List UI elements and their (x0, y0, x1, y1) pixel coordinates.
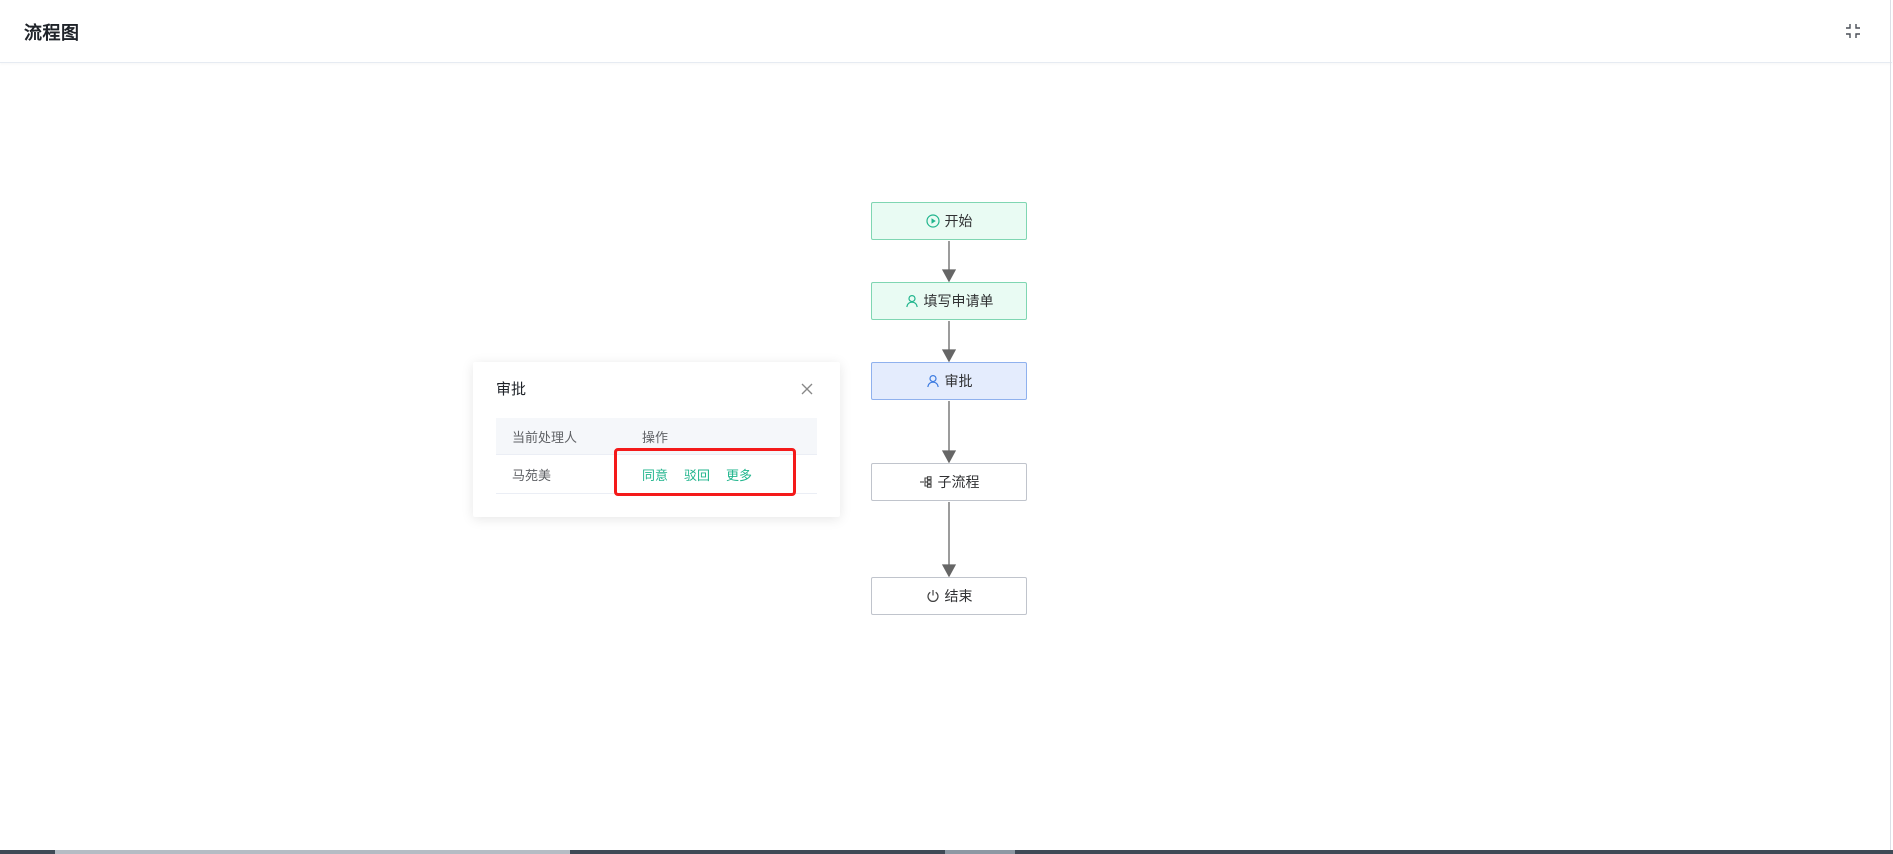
play-circle-icon (925, 214, 940, 228)
approve-link[interactable]: 同意 (642, 468, 669, 484)
flow-canvas (0, 63, 1893, 850)
popover-title: 审批 (496, 380, 527, 398)
flow-node-label: 审批 (944, 374, 973, 390)
close-icon[interactable] (800, 381, 814, 395)
row-actions: 同意 驳回 更多 (642, 455, 768, 493)
window-edge (1890, 0, 1891, 854)
page-title: 流程图 (24, 23, 80, 44)
flow-node-label: 子流程 (937, 475, 980, 491)
flow-node-subprocess[interactable]: 子流程 (871, 463, 1027, 501)
column-header-actions: 操作 (642, 430, 669, 446)
user-icon (905, 294, 919, 308)
flow-node-label: 开始 (944, 214, 973, 230)
power-icon (926, 589, 940, 603)
column-header-handler: 当前处理人 (512, 430, 578, 446)
reject-link[interactable]: 驳回 (684, 468, 711, 484)
arrow-fill-approve (941, 349, 957, 363)
bottom-strip-segment (55, 850, 570, 854)
more-link[interactable]: 更多 (726, 468, 753, 484)
bottom-strip (0, 850, 1893, 854)
table-row: 马苑美 同意 驳回 更多 (496, 455, 817, 494)
flow-node-approve[interactable]: 审批 (871, 362, 1027, 400)
top-bar: 流程图 (0, 0, 1892, 63)
user-icon (926, 374, 940, 388)
bottom-strip-segment (945, 850, 1015, 854)
arrow-approve-sub (941, 450, 957, 464)
flow-node-label: 结束 (944, 589, 973, 605)
subprocess-icon (919, 475, 933, 489)
handler-name: 马苑美 (512, 468, 552, 484)
flow-node-label: 填写申请单 (923, 294, 994, 310)
flow-node-fill-form[interactable]: 填写申请单 (871, 282, 1027, 320)
flow-node-start[interactable]: 开始 (871, 202, 1027, 240)
flow-connectors (941, 241, 957, 578)
fullscreen-exit-icon[interactable] (1844, 22, 1862, 40)
annotation-highlight-box (614, 448, 796, 496)
arrow-sub-end (941, 564, 957, 578)
flow-node-end[interactable]: 结束 (871, 577, 1027, 615)
arrow-start-fill (941, 269, 957, 283)
